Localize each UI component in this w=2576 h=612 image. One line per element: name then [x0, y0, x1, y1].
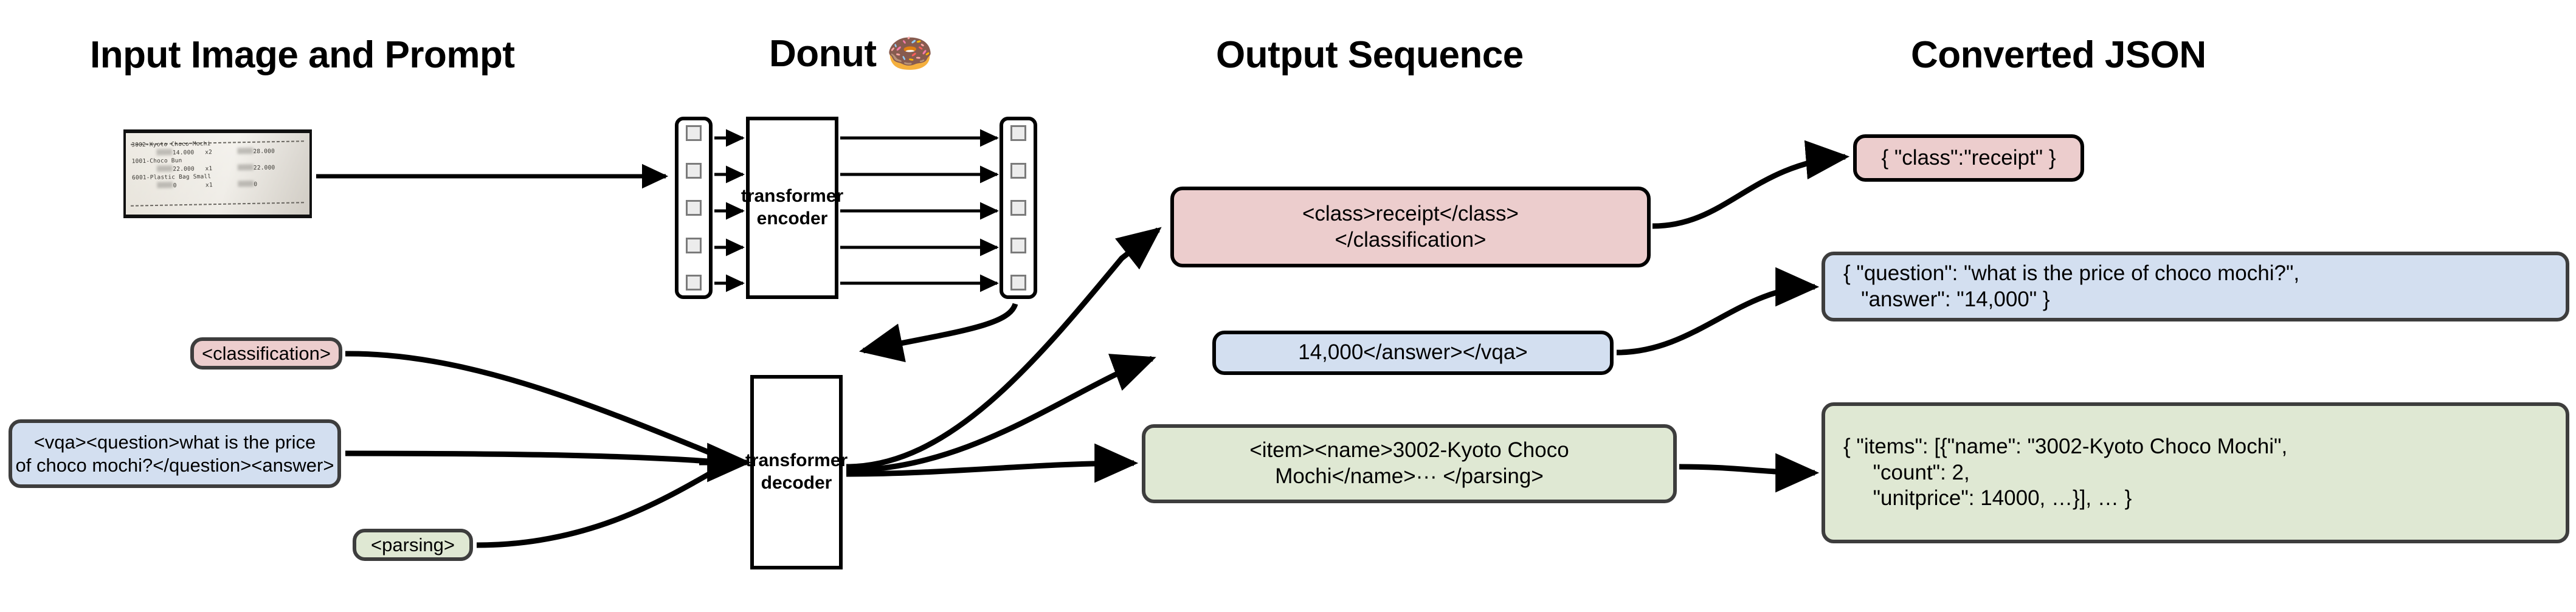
column-title-output: Output Sequence [1216, 34, 1524, 76]
arrow-parsing-prompt-to-decoder [476, 467, 719, 548]
arrow-encoder-to-decoder [858, 303, 1018, 363]
redaction-block [157, 181, 173, 188]
receipt-price-3: 0 [173, 182, 177, 189]
arrow-decoder-to-vqa-output [846, 354, 1156, 473]
column-title-model: Donut 🍩 [769, 33, 933, 75]
token-cell [1010, 200, 1026, 216]
json-box-classification: { "class":"receipt" } [1853, 134, 2084, 182]
receipt-paper: 3002-Kyoto Choco Mochi 14.000 x2 28.000 … [126, 133, 309, 215]
redaction-block [156, 148, 173, 156]
arrow-output-to-parsing-json [1679, 453, 1820, 493]
json-box-vqa: { "question": "what is the price of choc… [1822, 252, 2569, 321]
receipt-price-1: 14.000 [172, 149, 195, 156]
redaction-block [237, 163, 254, 170]
output-box-parsing: <item><name>3002-Kyoto Choco Mochi</name… [1142, 424, 1677, 503]
column-title-json: Converted JSON [1911, 34, 2206, 76]
arrow-output-to-vqa-json [1616, 267, 1820, 356]
token-cell [686, 162, 702, 179]
transformer-encoder-box: transformer encoder [741, 117, 843, 299]
receipt-qty-1: x2 [205, 148, 213, 156]
receipt-price-2: 22.000 [173, 165, 195, 173]
token-cell [686, 200, 702, 216]
receipt-total-1: 28.000 [253, 148, 275, 155]
encoder-input-token-stack [675, 117, 713, 299]
receipt-qty-3: x1 [205, 181, 213, 188]
redaction-block [157, 165, 173, 172]
encoder-output-token-stack [1000, 117, 1037, 299]
output-box-classification: <class>receipt</class> </classification> [1170, 187, 1651, 267]
token-cell [1010, 125, 1026, 141]
arrow-decoder-to-parsing-output [846, 443, 1139, 483]
transformer-decoder-box: transformer decoder [745, 375, 848, 569]
input-receipt-image: 3002-Kyoto Choco Mochi 14.000 x2 28.000 … [123, 129, 312, 218]
receipt-item-3: 6001-Plastic Bag Small [132, 173, 212, 182]
arrow-classification-prompt-to-decoder [345, 351, 719, 459]
column-title-input: Input Image and Prompt [90, 34, 515, 76]
token-cell [1010, 237, 1026, 253]
receipt-item-1: 3002-Kyoto Choco Mochi [131, 140, 211, 149]
prompt-box-classification: <classification> [190, 337, 342, 370]
redaction-block [237, 147, 254, 154]
arrow-output-to-classification-json [1652, 140, 1850, 229]
receipt-total-2: 22.000 [253, 164, 275, 171]
json-box-parsing: { "items": [{"name": "3002-Kyoto Choco M… [1822, 402, 2569, 543]
prompt-box-vqa: <vqa><question>what is the price of choc… [9, 419, 341, 488]
output-box-vqa: 14,000</answer></vqa> [1212, 331, 1614, 375]
receipt-total-3: 0 [254, 181, 258, 188]
arrow-vqa-prompt-to-decoder [345, 450, 718, 465]
token-cell [686, 275, 702, 291]
prompt-box-parsing: <parsing> [353, 529, 473, 561]
token-cell [1010, 162, 1026, 179]
token-cell [686, 237, 702, 253]
token-cell [686, 125, 702, 141]
token-cell [1010, 275, 1026, 291]
redaction-block [238, 180, 254, 187]
receipt-item-2: 1001-Choco Bun [131, 157, 182, 165]
receipt-qty-2: x1 [205, 165, 213, 172]
